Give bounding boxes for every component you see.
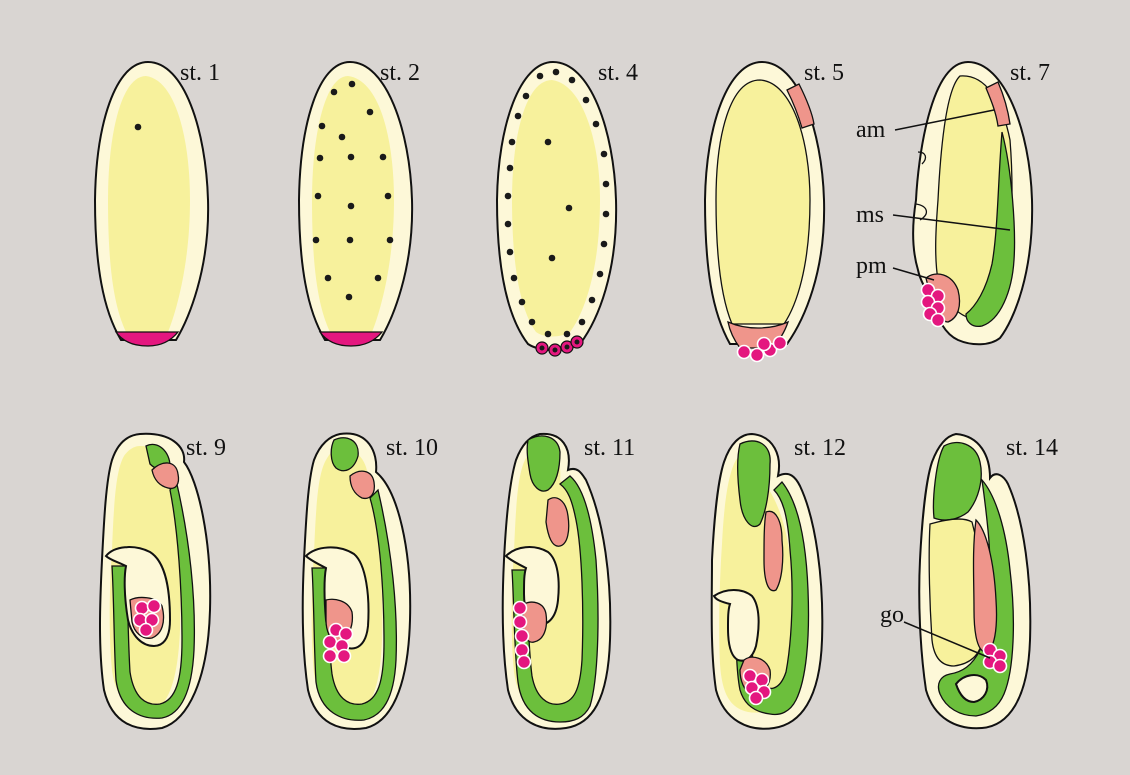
- nucleus: [135, 124, 142, 131]
- go-label: go: [880, 602, 904, 628]
- stage-label: st. 4: [598, 60, 638, 86]
- stage-label: st. 7: [1010, 60, 1050, 86]
- stage-label: st. 9: [186, 435, 226, 461]
- anterior-midgut: [764, 511, 783, 590]
- stage-label: st. 10: [386, 435, 438, 461]
- yolk-region: [108, 76, 190, 332]
- stage-label: st. 12: [794, 435, 846, 461]
- stage-label: st. 2: [380, 60, 420, 86]
- pm-label: pm: [856, 253, 887, 279]
- stage-label: st. 11: [584, 435, 635, 461]
- am-label: am: [856, 117, 886, 143]
- stage-label: st. 5: [804, 60, 844, 86]
- ms-label: ms: [856, 202, 884, 228]
- yolk-region: [716, 80, 810, 324]
- stage-label: st. 1: [180, 60, 220, 86]
- stage-label: st. 14: [1006, 435, 1058, 461]
